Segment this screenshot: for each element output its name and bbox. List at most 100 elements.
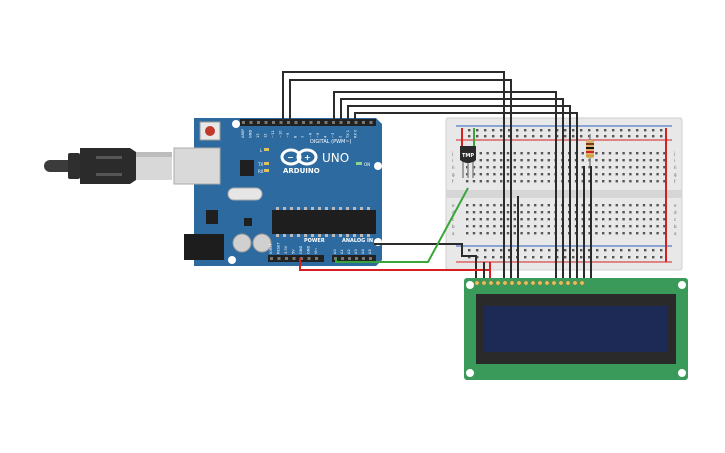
wire-a0-sensor[interactable] (335, 187, 469, 263)
lcd-pin[interactable] (502, 280, 508, 286)
digital-pin-label: 7 (301, 136, 305, 138)
lcd-pin[interactable] (544, 280, 550, 286)
bb-row-letter: h (674, 165, 677, 170)
digital-pin-label: RX 0 (354, 129, 358, 138)
sensor-label: TMP (462, 153, 474, 159)
digital-pin-label: GND (249, 130, 253, 138)
l-led-label: L (260, 148, 263, 153)
lcd-pin[interactable] (523, 280, 529, 286)
lcd-display[interactable] (464, 278, 688, 380)
wire-d3[interactable] (347, 105, 571, 282)
digital-pin-label: ~6 (309, 132, 313, 138)
arduino-logo: − + (280, 148, 318, 166)
usb-cable[interactable] (44, 148, 172, 184)
analog-pin-label: A3 (354, 249, 358, 254)
digital-pin-label: ~9 (286, 132, 290, 138)
wire-d2[interactable] (354, 112, 578, 282)
wire-gnd[interactable] (374, 243, 477, 282)
lcd-pin[interactable] (579, 280, 585, 286)
power-label: POWER (304, 238, 325, 244)
bb-row-letter: h (452, 165, 455, 170)
lcd-pin[interactable] (481, 280, 487, 286)
digital-pin-label: 2 (339, 136, 343, 138)
digital-pin-label: ~11 (271, 130, 275, 138)
on-led-label: ON (364, 162, 370, 167)
bb-row-letter: f (674, 179, 676, 184)
lcd-pin[interactable] (565, 280, 571, 286)
digital-pin-label: 13 (256, 133, 260, 138)
atmega-chip (272, 210, 376, 234)
bb-row-letter: b (452, 224, 455, 229)
power-pin-label: 5V (292, 249, 296, 254)
analog-pin-label: A4 (361, 249, 365, 254)
bb-row-letter: i (452, 158, 453, 163)
power-pin-label: IOREF (269, 243, 273, 254)
power-pin-label: 3.3V (284, 245, 288, 254)
bb-row-letter: j (451, 151, 453, 156)
lcd-pin[interactable] (551, 280, 557, 286)
bb-row-letter: g (674, 172, 677, 177)
board-brand: ARDUINO (283, 167, 320, 175)
svg-text:+: + (304, 153, 311, 162)
lcd-pin[interactable] (537, 280, 543, 286)
bb-row-letter: a (452, 231, 455, 236)
power-pin-label: GND (299, 246, 303, 254)
bb-row-letter: d (452, 210, 455, 215)
lcd-pin[interactable] (474, 280, 480, 286)
power-pin-label: RESET (277, 242, 281, 254)
bb-row-letter: i (674, 158, 675, 163)
power-pin-label: GND (307, 246, 311, 254)
wire-d11[interactable] (289, 79, 512, 282)
lcd-pin[interactable] (509, 280, 515, 286)
lcd-pin[interactable] (558, 280, 564, 286)
arduino-uno-board[interactable]: − + ARDUINO UNO DIGITAL (PWM~) POWER ANA… (173, 118, 382, 266)
bb-row-letter: g (452, 172, 455, 177)
wire-d5[interactable] (333, 91, 557, 282)
wire-d12[interactable] (282, 71, 505, 282)
bb-row-letter: j (673, 151, 675, 156)
bb-row-letter: f (452, 179, 454, 184)
analog-pin-label: A5 (368, 249, 372, 254)
bb-row-letter: d (674, 210, 677, 215)
tx-label: TX (257, 162, 263, 167)
digital-pin-label: AREF (241, 129, 245, 138)
digital-label: DIGITAL (PWM~) (310, 139, 352, 145)
wire-d4[interactable] (340, 98, 564, 282)
power-pin-label: Vin (314, 248, 318, 254)
lcd-pin[interactable] (516, 280, 522, 286)
digital-header[interactable] (240, 119, 376, 126)
lcd-pin[interactable] (488, 280, 494, 286)
temperature-sensor[interactable]: TMP (460, 146, 476, 178)
analog-label: ANALOG IN (342, 238, 373, 244)
digital-pin-label: TX 1 (346, 130, 350, 139)
bb-row-letter: e (674, 203, 677, 208)
usb-port (173, 147, 221, 185)
board-model: UNO (322, 151, 349, 165)
lcd-screen (484, 306, 668, 352)
bb-row-letter: e (452, 203, 455, 208)
digital-pin-label: ~10 (279, 130, 283, 138)
resistor[interactable] (586, 134, 594, 166)
digital-pin-label: 8 (294, 135, 298, 138)
bb-row-letter: b (674, 224, 677, 229)
svg-text:−: − (287, 153, 294, 162)
analog-header[interactable] (332, 255, 376, 262)
analog-pin-label: A2 (347, 249, 351, 254)
wire-group[interactable] (282, 71, 667, 282)
lcd-pin[interactable] (495, 280, 501, 286)
bb-row-letter: c (674, 217, 676, 222)
bb-row-letter: a (674, 231, 677, 236)
digital-pin-label: ~3 (331, 133, 335, 138)
power-header[interactable] (268, 255, 324, 262)
rx-label: RX (258, 169, 264, 174)
lcd-pin[interactable] (530, 280, 536, 286)
lcd-pin[interactable] (572, 280, 578, 286)
analog-pin-label: A0 (333, 249, 337, 254)
digital-pin-label: ~5 (316, 133, 320, 138)
power-jack (184, 234, 224, 260)
digital-pin-label: 4 (324, 135, 328, 138)
bb-row-letter: c (452, 217, 454, 222)
analog-pin-label: A1 (340, 249, 344, 254)
digital-pin-label: 12 (264, 133, 268, 138)
